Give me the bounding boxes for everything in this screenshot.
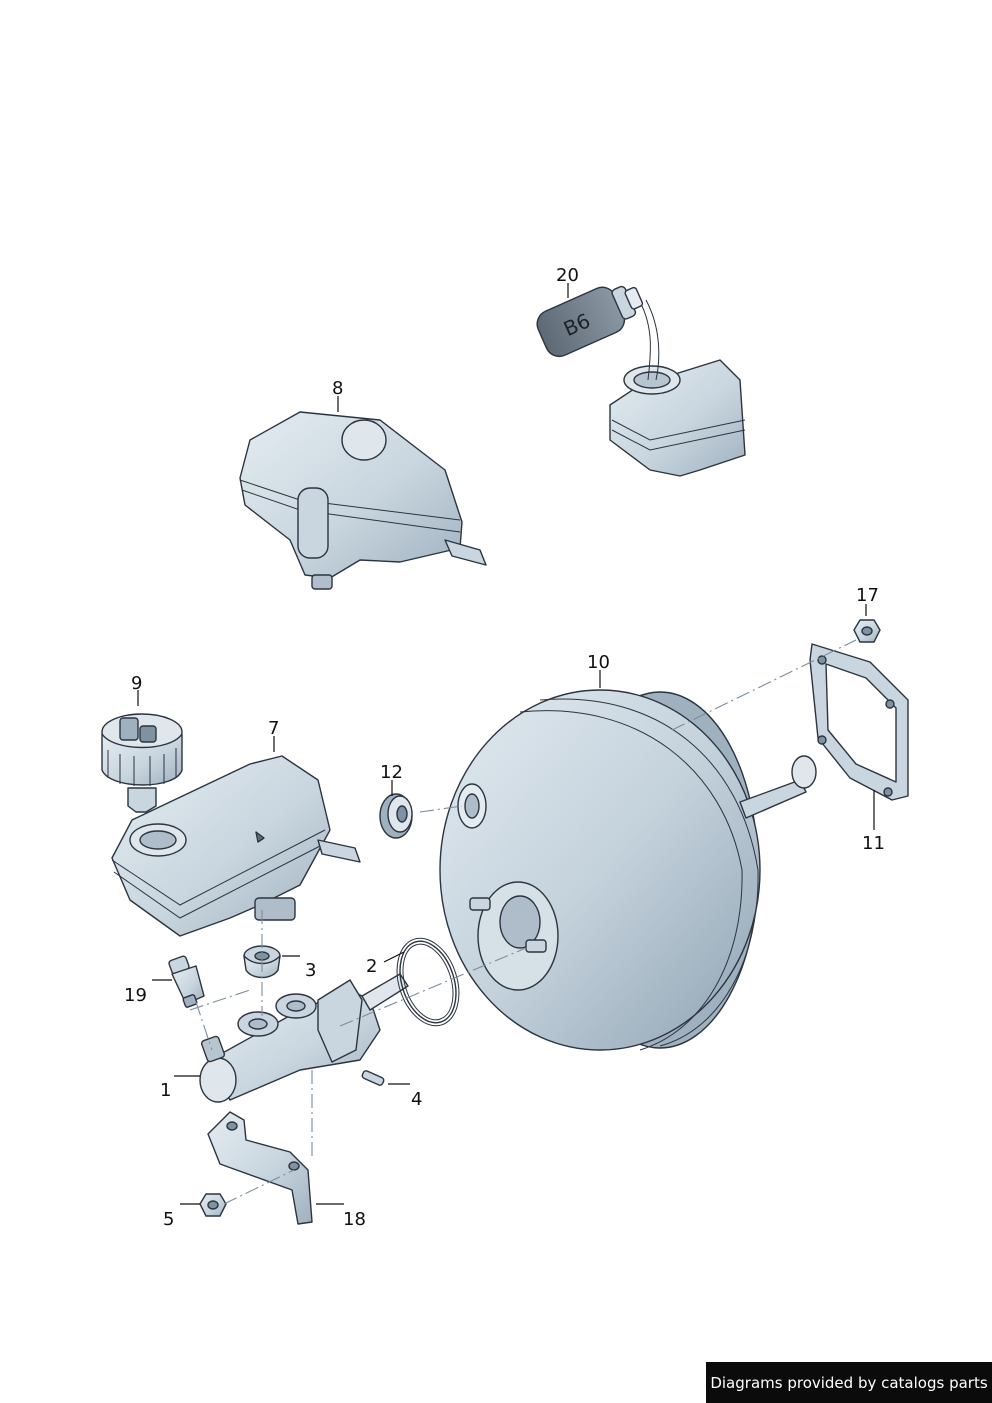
callout-2: 2 <box>366 956 377 977</box>
callout-5: 5 <box>163 1209 174 1230</box>
expansion-reservoir <box>239 411 487 590</box>
o-ring <box>396 937 460 1027</box>
callout-8: 8 <box>332 378 343 399</box>
callout-19: 19 <box>124 985 147 1006</box>
callout-9: 9 <box>131 673 142 694</box>
callout-18: 18 <box>343 1209 366 1230</box>
brake-servo <box>439 689 817 1051</box>
nut-upper <box>853 619 881 643</box>
callout-3: 3 <box>305 960 316 981</box>
fluid-reservoir <box>111 755 361 937</box>
callout-12: 12 <box>380 762 403 783</box>
bracket <box>207 1111 313 1225</box>
master-cylinder <box>199 973 409 1103</box>
callouts: 20 8 9 7 12 10 17 11 3 2 19 1 4 5 18 <box>124 265 885 1230</box>
callout-10: 10 <box>587 652 610 673</box>
callout-11: 11 <box>862 833 885 854</box>
callout-7: 7 <box>268 718 279 739</box>
reservoir-cap <box>101 713 183 813</box>
grommet <box>379 793 413 839</box>
credit-banner: Diagrams provided by catalogs parts <box>706 1362 992 1403</box>
callout-17: 17 <box>856 585 879 606</box>
leader-lines <box>137 283 875 1205</box>
callout-20: 20 <box>556 265 579 286</box>
callout-4: 4 <box>411 1089 422 1110</box>
brake-fluid-bottle: B6 <box>536 285 746 477</box>
nut-lower <box>199 1193 227 1217</box>
pin <box>361 1070 385 1086</box>
assembly-axes <box>189 639 857 1205</box>
pressure-switch <box>168 955 205 1008</box>
callout-1: 1 <box>160 1080 171 1101</box>
gasket <box>809 643 909 801</box>
